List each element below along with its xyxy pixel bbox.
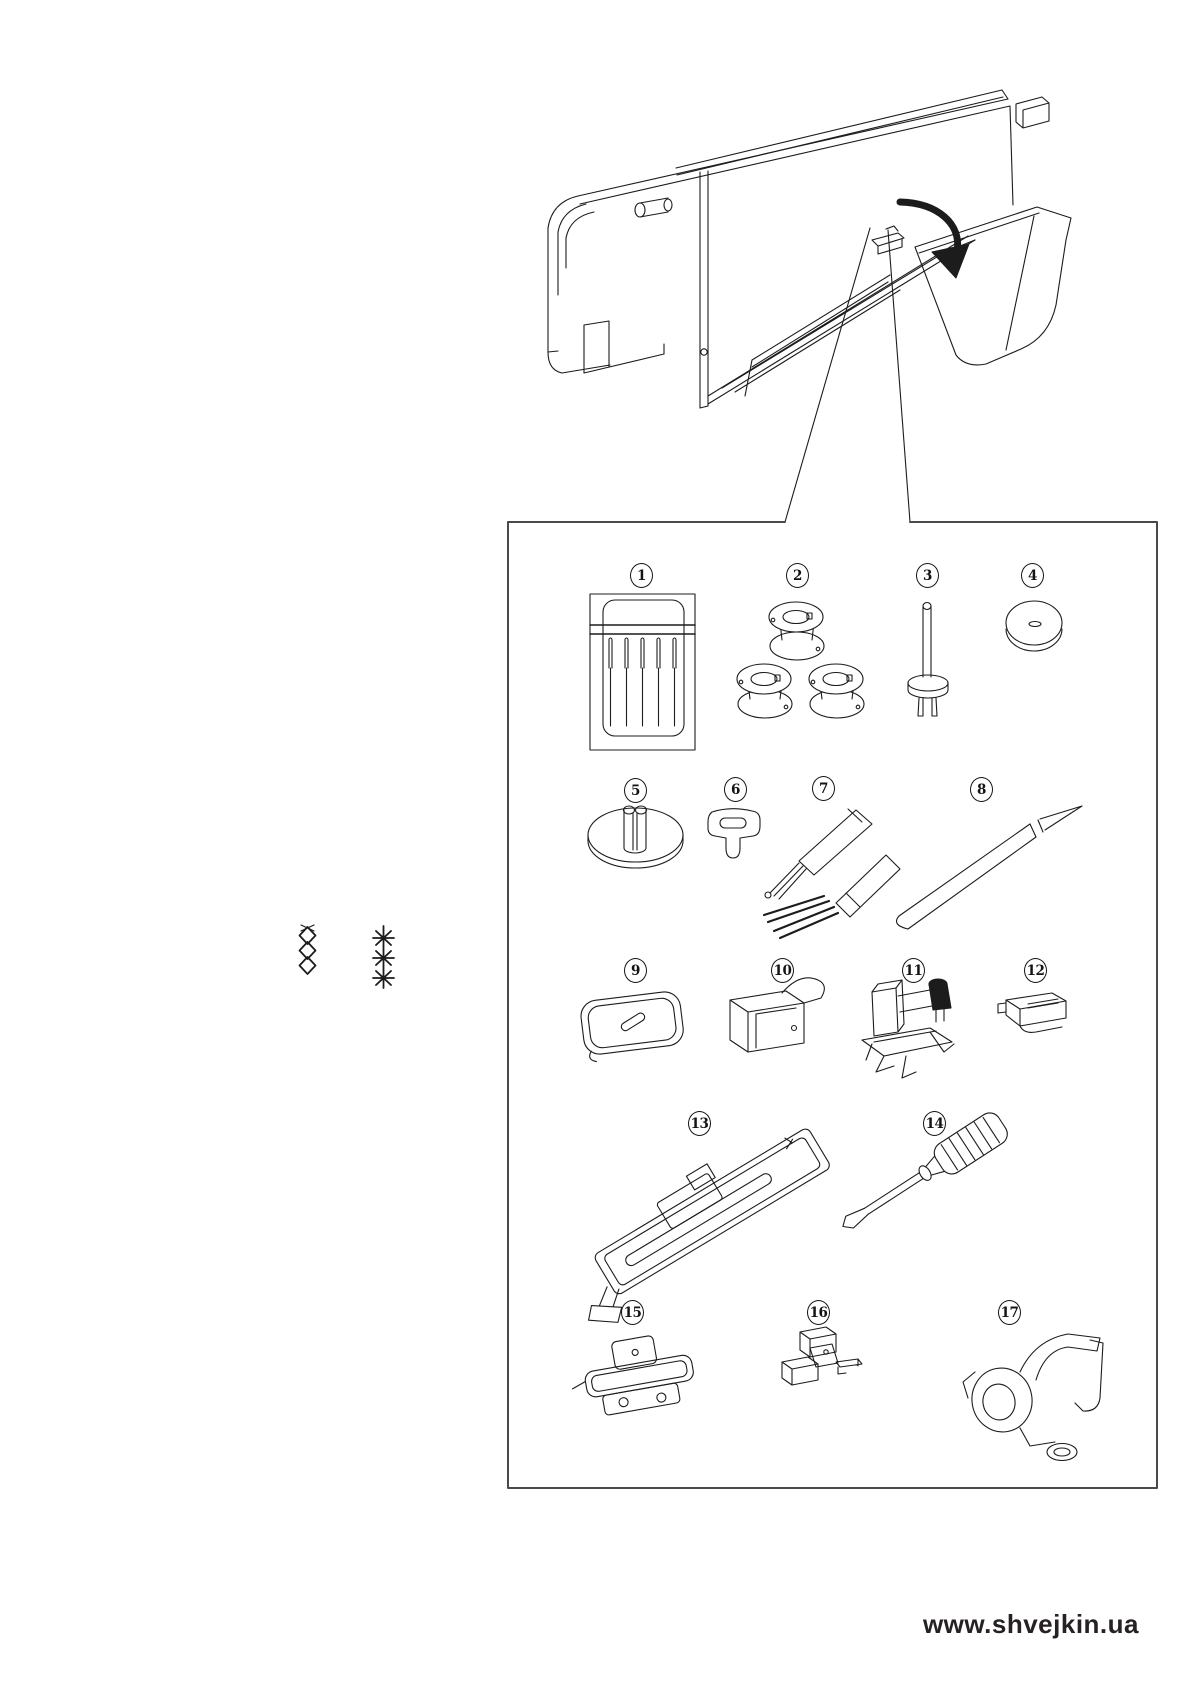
seam-ripper — [764, 808, 873, 900]
open-cover-arrow-icon — [896, 198, 970, 279]
site-watermark: www.shvejkin.ua — [922, 1609, 1139, 1639]
item-number-badge-2: 2 — [786, 563, 809, 588]
item-number: 16 — [809, 1304, 828, 1321]
item-number: 17 — [1000, 1304, 1019, 1321]
pin-detail — [634, 197, 673, 218]
item-number-badge-7: 7 — [812, 776, 835, 801]
screw-key-icon — [707, 808, 761, 859]
blind-stitch-foot-icon — [861, 978, 955, 1079]
buttonhole-foot-icon — [588, 1128, 830, 1323]
bobbin-top — [768, 601, 825, 661]
item-number-badge-16: 16 — [807, 1300, 830, 1325]
item-number: 8 — [977, 781, 986, 798]
cleaning-brush-icon — [895, 805, 1083, 930]
item-number: 7 — [819, 780, 828, 797]
item-number-badge-1: 1 — [630, 563, 653, 588]
quilting-guide-icon — [781, 1326, 863, 1386]
darning-plate-icon — [580, 991, 684, 1063]
item-number: 2 — [793, 567, 802, 584]
callout-pointer-lines — [784, 227, 911, 523]
needles — [608, 637, 677, 727]
item-number-badge-14: 14 — [923, 1111, 946, 1136]
brush — [762, 854, 901, 940]
item-number-badge-15: 15 — [621, 1300, 644, 1325]
item-number-badge-8: 8 — [970, 777, 993, 802]
item-number: 3 — [923, 567, 932, 584]
hemmer-foot-icon — [962, 1333, 1104, 1462]
overedge-foot-icon — [571, 1335, 694, 1416]
item-number: 13 — [690, 1115, 709, 1132]
item-number-badge-11: 11 — [902, 958, 925, 983]
spool-holder-icon — [587, 805, 684, 869]
item-number: 14 — [925, 1115, 944, 1132]
star-stitch-pattern-icon — [372, 925, 395, 989]
item-number: 1 — [637, 567, 646, 584]
item-number-badge-12: 12 — [1024, 958, 1047, 983]
open-cover-flap — [914, 206, 1072, 366]
item-number: 15 — [623, 1304, 642, 1321]
screwdriver-icon — [842, 1112, 1008, 1229]
item-number-badge-13: 13 — [688, 1111, 711, 1136]
needle-set-icon — [589, 593, 696, 751]
bobbin-right — [808, 663, 865, 719]
bobbins-icon — [736, 601, 865, 719]
item-number-badge-9: 9 — [624, 958, 647, 983]
item-number-badge-5: 5 — [624, 778, 647, 803]
accessory-box-frame — [507, 521, 1158, 1489]
bobbin-left — [736, 663, 793, 719]
item-number: 5 — [631, 782, 640, 799]
spool-pin-icon — [907, 601, 949, 717]
item-number-badge-3: 3 — [916, 563, 939, 588]
item-number-badge-6: 6 — [724, 777, 747, 802]
overcasting-foot-icon — [997, 992, 1067, 1033]
item-number-badge-17: 17 — [998, 1300, 1021, 1325]
item-number: 12 — [1026, 962, 1045, 979]
item-number: 6 — [731, 781, 740, 798]
item-number: 9 — [631, 962, 640, 979]
item-number: 4 — [1028, 567, 1037, 584]
spool-cap-icon — [1005, 600, 1063, 652]
item-number: 10 — [773, 962, 792, 979]
item-number-badge-10: 10 — [771, 958, 794, 983]
cross-stitch-pattern-icon — [298, 924, 317, 975]
seam-ripper-and-brush-icon — [762, 808, 901, 940]
accessory-compartment-drawing — [547, 89, 1072, 409]
item-number: 11 — [904, 962, 923, 979]
item-number-badge-4: 4 — [1021, 563, 1044, 588]
button-sewing-foot-icon — [729, 977, 825, 1053]
